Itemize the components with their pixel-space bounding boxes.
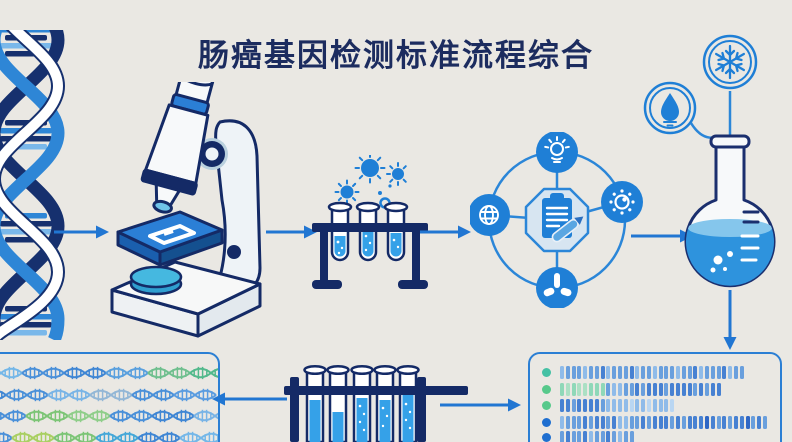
flask-graduations [740, 210, 760, 262]
arrow-right-icon [420, 225, 471, 239]
sequence-row [542, 398, 676, 412]
globe-node [470, 194, 510, 236]
slide-on-stage [148, 224, 196, 245]
lightbulb-icon [544, 136, 570, 163]
arrow-down-icon [723, 290, 737, 350]
dna-sequence-panel [0, 352, 220, 442]
dna-strand-blue [0, 30, 65, 340]
sequence-row [542, 382, 722, 396]
arrow-right-icon [440, 398, 521, 412]
arrow-left-icon [212, 392, 287, 406]
test-tubes [303, 364, 420, 442]
row-bullet [542, 417, 551, 427]
dna-helix-icon [0, 30, 66, 340]
dna-strand-white [0, 30, 64, 340]
eyepiece-tube [140, 82, 215, 214]
flask-liquid [686, 219, 775, 286]
pills-node [536, 267, 578, 308]
test-tubes [327, 201, 409, 262]
analysis-network-icon [470, 132, 643, 308]
sequence-readout-panel [528, 352, 782, 442]
row-bullet [542, 384, 551, 394]
row-bullet [542, 367, 551, 377]
page-title: 肠癌基因检测标准流程综合 [198, 38, 594, 74]
row-bullet [542, 400, 551, 410]
virus-particles-icon [334, 155, 407, 209]
dna-strand-rows [0, 366, 218, 442]
rack-frame [284, 377, 468, 442]
water-drop-badge-icon [643, 81, 697, 135]
snowflake-icon [714, 44, 746, 80]
rack-frame [312, 223, 428, 289]
sequence-row [542, 415, 769, 429]
arrow-right-icon [266, 225, 317, 239]
five-tube-rack-icon [284, 364, 468, 442]
test-tube-rack-icon [312, 201, 428, 289]
dna-strand-navy [0, 30, 65, 340]
clipboard-pen-icon [542, 193, 584, 243]
round-flask-icon [684, 134, 776, 288]
focus-knob [227, 245, 241, 259]
microscope-stage [116, 210, 224, 267]
sequence-row [542, 365, 746, 379]
sequence-row [542, 430, 635, 442]
microscope-icon [110, 82, 262, 338]
stage-lamp [129, 265, 183, 296]
pivot-ring [205, 147, 219, 161]
pills-icon [543, 273, 572, 297]
pathogen-node [601, 181, 643, 223]
pathogen-icon [609, 189, 635, 215]
row-bullet [542, 432, 551, 442]
arrow-right-icon [54, 225, 109, 239]
snowflake-badge-icon [702, 34, 758, 90]
lightbulb-node [536, 132, 578, 173]
globe-icon [479, 205, 499, 225]
